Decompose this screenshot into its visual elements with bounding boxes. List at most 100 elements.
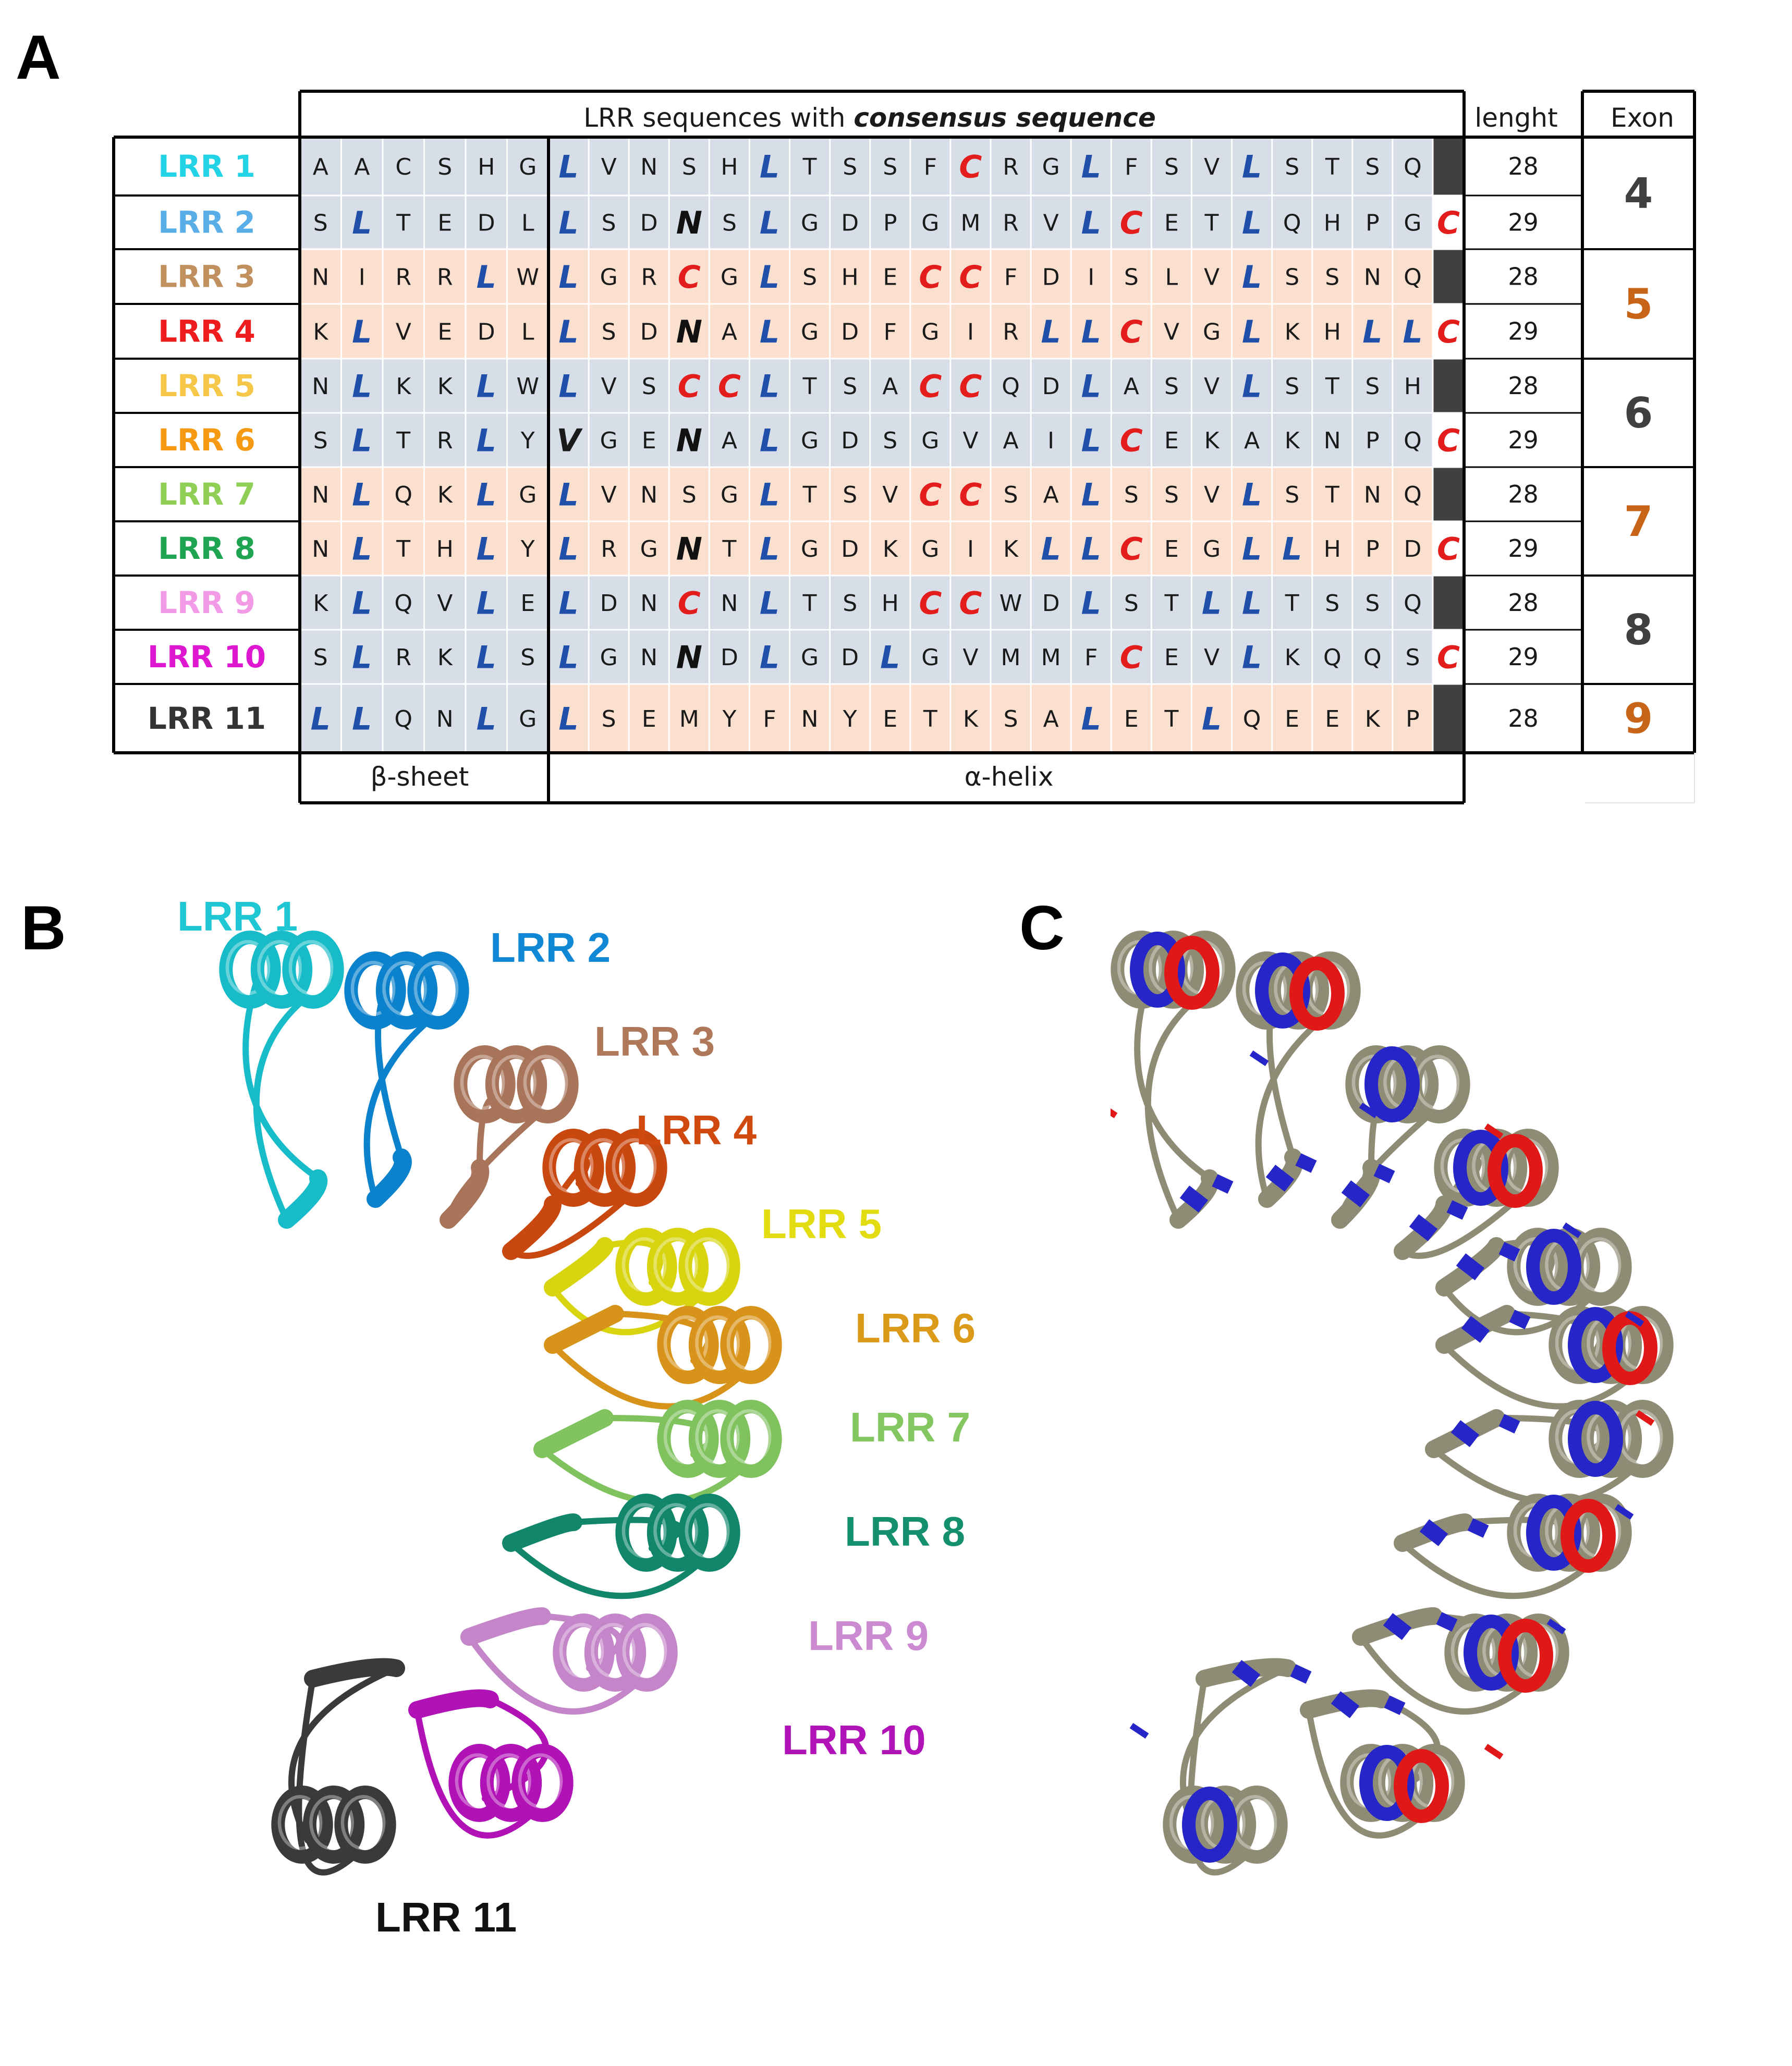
residue: L <box>760 205 779 241</box>
residue: L <box>1242 259 1262 296</box>
residue: G <box>1042 154 1060 180</box>
residue: L <box>477 369 496 405</box>
helix-highlight <box>548 1138 594 1193</box>
residue: L <box>1362 314 1382 350</box>
helix-highlight <box>663 1409 709 1464</box>
residue: S <box>602 319 616 345</box>
gap-cell <box>1433 684 1464 753</box>
residue: S <box>1164 373 1179 400</box>
residue: L <box>352 314 372 350</box>
residue: L <box>1403 314 1422 350</box>
residue: T <box>1325 482 1339 508</box>
lrr-structure-label: LRR 9 <box>808 1612 929 1659</box>
residue: N <box>436 706 454 732</box>
residue: D <box>478 210 495 236</box>
helix-turn <box>647 1494 709 1572</box>
residue: C <box>919 477 942 514</box>
gap-cell <box>1433 137 1464 195</box>
beta-strand <box>1435 1237 1505 1297</box>
helix-turn <box>678 1494 740 1572</box>
residue: K <box>1285 427 1300 454</box>
residue: L <box>1242 149 1262 186</box>
row-background <box>300 467 1433 521</box>
leucine-highlight <box>1364 1046 1420 1122</box>
leucine-highlight <box>1130 932 1185 1008</box>
helix-turn <box>1580 1306 1642 1384</box>
helix-highlight <box>621 1237 667 1292</box>
helix-highlight <box>653 1503 698 1558</box>
residue: L <box>760 477 779 514</box>
residue: M <box>679 706 699 732</box>
row-background <box>300 137 1433 195</box>
residue: L <box>1081 205 1101 241</box>
residue: K <box>313 590 328 617</box>
residue: C <box>1437 640 1460 676</box>
residue: L <box>1081 423 1101 459</box>
residue: D <box>1042 373 1060 400</box>
gap-cell <box>1433 576 1464 630</box>
helix-turn <box>720 1400 782 1478</box>
helix-turn <box>688 1306 751 1384</box>
residue: N <box>1364 264 1381 290</box>
residue: G <box>600 264 618 290</box>
helix-turn <box>657 1400 719 1478</box>
leucine-highlight <box>1498 1414 1520 1434</box>
beta-strand <box>460 1607 551 1646</box>
leucine-highlight <box>1456 1253 1485 1280</box>
exon-number: 7 <box>1624 497 1653 546</box>
residue: S <box>437 154 452 180</box>
residue: G <box>921 536 939 563</box>
coil <box>550 1342 743 1410</box>
beta-strand <box>1258 1148 1303 1208</box>
residue: Y <box>722 706 736 732</box>
residue: C <box>678 585 701 622</box>
residue: N <box>640 590 657 617</box>
residue: G <box>1203 536 1221 563</box>
row-background <box>300 249 1433 304</box>
residue: G <box>721 482 738 508</box>
residue: C <box>1437 314 1460 350</box>
residue: I <box>1047 427 1054 454</box>
residue: L <box>558 314 578 350</box>
residue: L <box>760 259 779 296</box>
beta-strand <box>502 1513 582 1552</box>
helix-highlight <box>460 1055 505 1110</box>
lrr-row-label: LRR 2 <box>158 205 255 240</box>
residue: L <box>352 369 372 405</box>
lrr-length: 29 <box>1508 209 1539 237</box>
residue: H <box>478 154 495 180</box>
residue: E <box>1285 706 1299 732</box>
residue: D <box>640 319 658 345</box>
residue: Y <box>843 706 857 732</box>
residue: L <box>521 210 534 236</box>
residue: L <box>1202 585 1222 622</box>
residue: A <box>313 154 328 180</box>
panel-label-a: A <box>16 22 61 92</box>
loop-highlight <box>1359 1103 1379 1118</box>
residue: N <box>312 536 329 563</box>
residue: L <box>558 369 578 405</box>
leucine-highlight <box>1290 1664 1312 1684</box>
residue: K <box>396 373 411 400</box>
residue: S <box>313 210 328 236</box>
residue: H <box>436 536 454 563</box>
loop-highlight <box>1614 1504 1634 1520</box>
beta-strand <box>1352 1607 1443 1646</box>
beta-strand <box>278 1169 328 1229</box>
lrr-structure-label: LRR 5 <box>761 1201 882 1247</box>
residue: N <box>640 482 657 508</box>
exon-number: 4 <box>1624 169 1653 218</box>
lrr-row-label: LRR 8 <box>158 531 255 566</box>
leucine-highlight <box>1446 1200 1468 1220</box>
residue: V <box>601 373 617 400</box>
residue: G <box>600 644 618 671</box>
residue: R <box>437 264 453 290</box>
residue: L <box>1081 314 1101 350</box>
residue: L <box>1041 531 1061 568</box>
residue: C <box>919 259 942 296</box>
helix-highlight <box>518 1753 563 1808</box>
residue: G <box>921 644 939 671</box>
residue: L <box>558 531 578 568</box>
residue: L <box>352 701 372 738</box>
residue: L <box>352 205 372 241</box>
